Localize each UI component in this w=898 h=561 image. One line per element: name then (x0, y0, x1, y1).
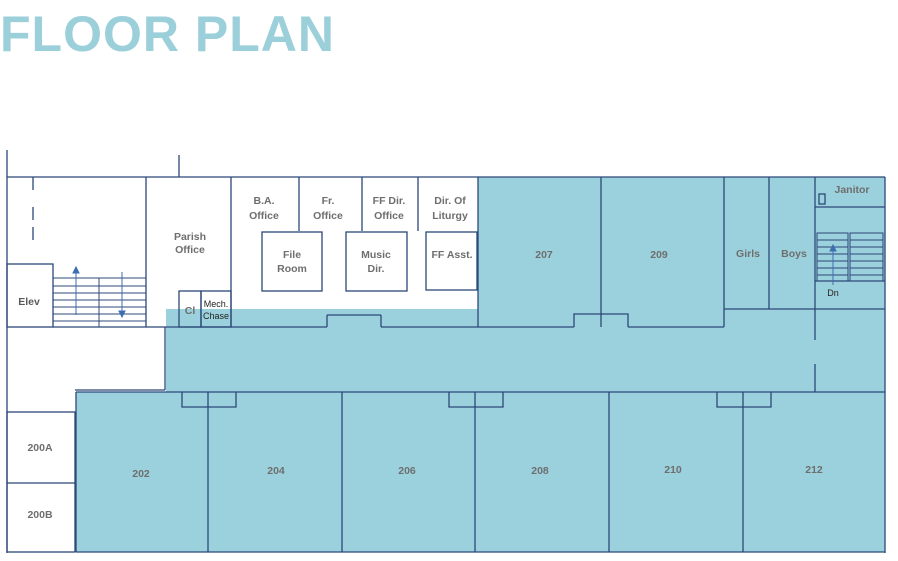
ff-asst-label: FF Asst. (431, 249, 472, 261)
dir-liturgy-label-2: Liturgy (432, 210, 468, 222)
music-dir-label-2: Dir. (368, 263, 385, 275)
parish-office-label-1: Parish (174, 231, 206, 243)
fr-office-label-1: Fr. (322, 195, 335, 207)
room-208-label: 208 (531, 465, 549, 477)
ba-office-label-2: Office (249, 210, 279, 222)
room-209-label: 209 (650, 249, 668, 261)
elev-label: Elev (18, 296, 40, 308)
stair-arrow-east (829, 243, 837, 285)
file-room-label-2: Room (277, 263, 307, 275)
room-204-label: 204 (267, 465, 285, 477)
boys-label: Boys (781, 248, 807, 260)
closet-label: Cl (185, 305, 196, 317)
room-206-label: 206 (398, 465, 416, 477)
mech-chase-label-2: Chase (203, 311, 229, 321)
janitor-label: Janitor (834, 184, 869, 196)
room-labels: Elev Parish Office Cl Mech. Chase B.A. O… (18, 184, 869, 521)
dir-liturgy-label-1: Dir. Of (434, 195, 466, 207)
fr-office-label-2: Office (313, 210, 343, 222)
girls-label: Girls (736, 248, 760, 260)
walls (6, 150, 886, 553)
file-room-label-1: File (283, 249, 301, 261)
room-212-label: 212 (805, 464, 823, 476)
mech-chase-label-1: Mech. (204, 299, 229, 309)
music-dir-label-1: Music (361, 249, 391, 261)
stairs-west (53, 277, 146, 327)
room-200a-label: 200A (27, 442, 53, 454)
ff-dir-office-label-2: Office (374, 210, 404, 222)
page-title: FLOOR PLAN (0, 6, 335, 62)
room-207-label: 207 (535, 249, 553, 261)
ba-office-label-1: B.A. (254, 195, 275, 207)
room-202-label: 202 (132, 468, 150, 480)
parish-office-label-2: Office (175, 244, 205, 256)
down-label: Dn (827, 288, 839, 298)
stair-arrows-west (72, 265, 126, 319)
room-200b-label: 200B (27, 509, 53, 521)
ff-dir-office-label-1: FF Dir. (373, 195, 406, 207)
room-210-label: 210 (664, 464, 682, 476)
